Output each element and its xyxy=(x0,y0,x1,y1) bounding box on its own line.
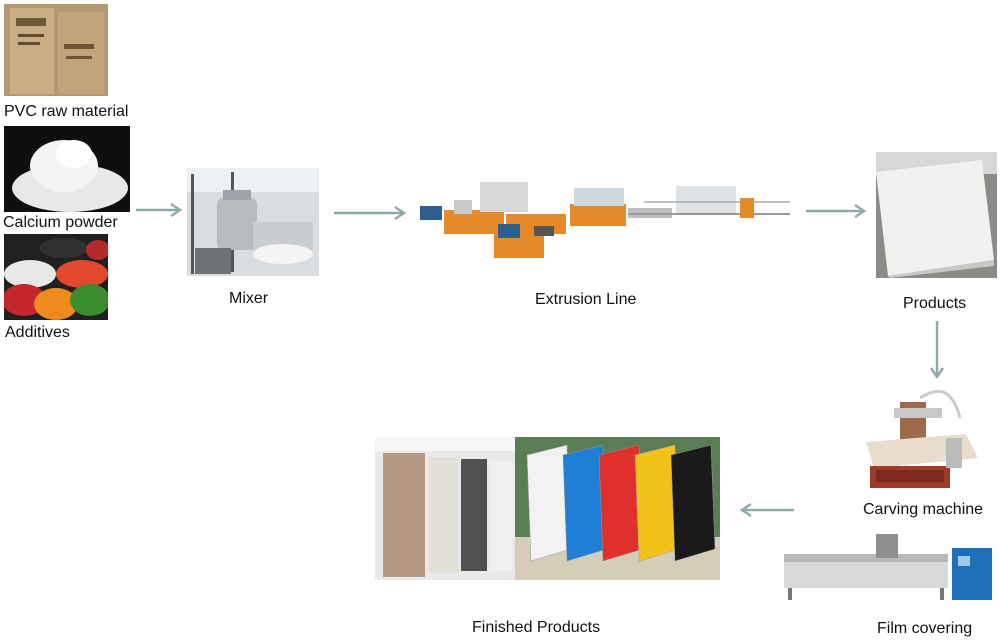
color-board xyxy=(670,444,716,562)
additives-label: Additives xyxy=(5,324,70,341)
carving-machine-label: Carving machine xyxy=(863,501,984,518)
finished-products-label: Finished Products xyxy=(472,619,601,636)
film-covering-image xyxy=(780,530,996,602)
calcium-powder-label: Calcium powder xyxy=(3,214,118,231)
arrow-left-icon xyxy=(739,502,794,518)
arrow-right-icon xyxy=(136,202,183,218)
colored-boards xyxy=(526,444,716,562)
extrusion-line-image xyxy=(414,178,794,264)
mixer-image xyxy=(187,168,319,276)
mixer-label: Mixer xyxy=(229,290,269,307)
extrusion-line-label: Extrusion Line xyxy=(535,291,637,308)
carving-machine-image xyxy=(860,378,980,496)
products-label: Products xyxy=(903,295,967,312)
arrow-down-icon xyxy=(929,321,945,380)
calcium-powder-image xyxy=(4,126,130,212)
arrow-right-icon xyxy=(334,205,407,221)
products-image xyxy=(876,152,997,278)
pvc-raw-material-image xyxy=(4,4,108,96)
pvc-raw-material-label: PVC raw material xyxy=(4,103,129,120)
film-covering-label: Film covering xyxy=(877,620,973,637)
additives-image xyxy=(4,234,108,320)
arrow-right-icon xyxy=(806,203,867,219)
